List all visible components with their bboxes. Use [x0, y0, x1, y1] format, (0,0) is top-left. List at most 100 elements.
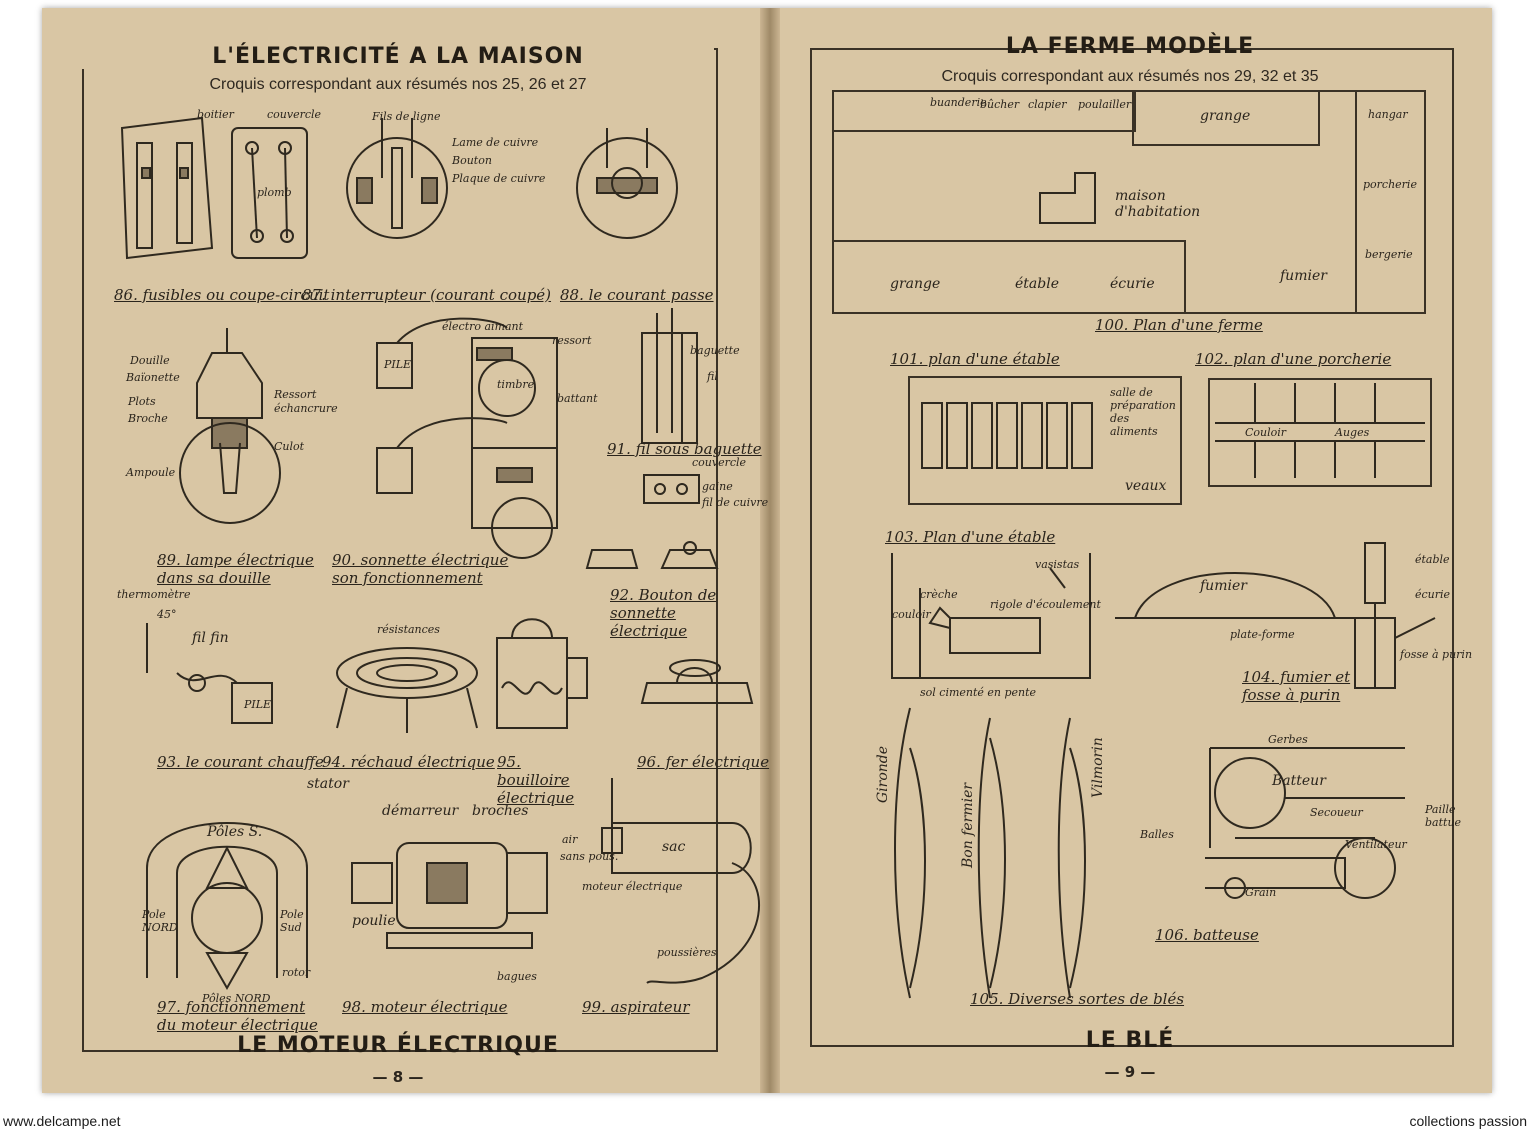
- pigsty-label-couloir: Couloir: [1245, 426, 1287, 439]
- label-thermometre: thermomètre: [117, 588, 191, 601]
- farm-label-grange-bottom: grange: [890, 276, 941, 292]
- label-baionnette: Baïonette: [126, 371, 180, 384]
- label-plomb: plomb: [257, 186, 292, 199]
- label-broches: broches: [472, 803, 529, 819]
- label-douille: Douille: [130, 354, 170, 367]
- label-pile-2: PILE: [244, 698, 272, 711]
- manure-label-ecurie: écurie: [1415, 588, 1451, 601]
- label-electro-aimant: électro aimant: [442, 320, 524, 333]
- farm-label-etable: étable: [1015, 276, 1059, 292]
- booklet-gutter: [760, 8, 780, 1093]
- heater-drawing: [336, 647, 478, 733]
- manure-label-fosse: fosse à purin: [1400, 648, 1473, 661]
- wire-cover-section-drawing: [643, 474, 700, 504]
- label-gaine: gaine: [702, 480, 733, 493]
- farm-label-fumier: fumier: [1280, 268, 1327, 284]
- label-plaque-de-cuivre: Plaque de cuivre: [452, 172, 546, 185]
- caption-96: 96. fer électrique: [637, 753, 770, 771]
- label-timbre: timbre: [497, 378, 535, 391]
- label-moteur-electrique: moteur électrique: [582, 880, 683, 893]
- label-plots: Plots: [128, 395, 156, 408]
- caption-102: 102. plan d'une porcherie: [1195, 350, 1392, 368]
- kettle-drawing: [496, 618, 588, 729]
- label-stator: stator: [307, 776, 349, 792]
- label-resistances: résistances: [377, 623, 440, 636]
- label-boitier: boitier: [197, 108, 234, 121]
- stable-plan-101: [908, 376, 1182, 505]
- vacuum-drawing: [601, 778, 761, 984]
- label-rotor: rotor: [282, 966, 311, 979]
- page-8-footer-title: LE MOTEUR ÉLECTRIQUE: [237, 1033, 559, 1058]
- caption-93: 93. le courant chauffe: [157, 753, 324, 771]
- page-9: LA FERME MODÈLE Croquis correspondant au…: [780, 8, 1492, 1093]
- farm-label-porcherie: porcherie: [1363, 178, 1417, 191]
- label-lame-de-cuivre: Lame de cuivre: [452, 136, 539, 149]
- page-8-subtitle: Croquis correspondant aux résumés nos 25…: [209, 76, 587, 93]
- wheat-label-bon-fermier: Bon fermier: [960, 782, 976, 868]
- label-sac: sac: [662, 839, 686, 855]
- thresher-label-batteur: Batteur: [1272, 773, 1326, 789]
- stable-label-couloir: couloir: [892, 608, 931, 621]
- farm-label-ecurie: écurie: [1110, 276, 1155, 292]
- label-fil: fil: [707, 370, 718, 383]
- label-ressort-2: ressort: [552, 334, 592, 347]
- caption-90: 90. sonnette électrique son fonctionneme…: [332, 551, 509, 587]
- page-9-title: LA FERME MODÈLE: [1005, 34, 1255, 59]
- label-sans-pous: sans pous.: [560, 850, 619, 863]
- booklet-spread: L'ÉLECTRICITÉ A LA MAISON Croquis corres…: [42, 8, 1492, 1093]
- manure-label-etable: étable: [1415, 553, 1450, 566]
- farm-right-buildings: [1355, 90, 1426, 314]
- farm-label-maison: maison d'habitation: [1115, 188, 1201, 220]
- iron-drawing: [640, 659, 754, 704]
- thresher-label-grain: Grain: [1245, 886, 1277, 899]
- lamp-socket-drawing: [179, 328, 281, 524]
- heating-wire-drawing: [146, 623, 273, 724]
- farm-label-bucher: bûcher: [980, 98, 1020, 111]
- label-bagues: bagues: [497, 970, 537, 983]
- label-poulie: poulie: [352, 913, 396, 929]
- thresher-label-paille: Paille battue: [1425, 803, 1462, 829]
- stable-label-vasistas: vasistas: [1035, 558, 1080, 571]
- fuse-box-drawing: [120, 116, 214, 260]
- switch-cover-drawing: [231, 127, 308, 259]
- caption-88: 88. le courant passe: [560, 286, 714, 304]
- page-8: L'ÉLECTRICITÉ A LA MAISON Croquis corres…: [42, 8, 769, 1093]
- stable-label-sol: sol cimenté en pente: [920, 686, 1037, 699]
- watermark-delcampe: www.delcampe.net: [3, 1113, 121, 1129]
- label-battant: battant: [557, 392, 598, 405]
- farm-grange-top: [1132, 90, 1320, 146]
- manure-label-fumier: fumier: [1200, 578, 1247, 594]
- caption-103: 103. Plan d'une étable: [885, 528, 1056, 546]
- label-baguette: baguette: [690, 344, 740, 357]
- caption-99: 99. aspirateur: [582, 998, 690, 1016]
- farm-bottom-buildings: [832, 240, 1186, 314]
- caption-89: 89. lampe électrique dans sa douille: [157, 551, 314, 587]
- manure-label-plate-forme: plate-forme: [1230, 628, 1295, 641]
- electric-motor-drawing: [351, 842, 548, 949]
- label-fils-de-ligne: Fils de ligne: [372, 110, 441, 123]
- caption-106: 106. batteuse: [1155, 926, 1259, 944]
- page-9-subtitle: Croquis correspondant aux résumés nos 29…: [941, 68, 1319, 85]
- label-ampoule: Ampoule: [126, 466, 176, 479]
- farm-label-buanderie: buanderie: [930, 96, 987, 109]
- label-air: air: [562, 833, 578, 846]
- label-poles-nord: Pôles NORD: [202, 992, 271, 1005]
- farm-house-outline: [1039, 172, 1096, 224]
- label-pole-sud: Pole Sud: [280, 908, 304, 934]
- page-9-frame: [810, 48, 1454, 1047]
- farm-label-poulailler: poulailler: [1078, 98, 1132, 111]
- thresher-label-secoueur: Secoueur: [1310, 806, 1363, 819]
- caption-97: 97. fonctionnement du moteur électrique: [157, 998, 318, 1034]
- watermark-collections-passion: collections passion: [1409, 1113, 1527, 1129]
- caption-104: 104. fumier et fosse à purin: [1242, 668, 1351, 704]
- wheat-ears-drawing: [894, 707, 1086, 999]
- electric-bell-drawing: [376, 317, 558, 559]
- threshing-machine-drawing: [1205, 747, 1405, 899]
- label-pole-nord: Pole NORD: [142, 908, 178, 934]
- label-demarreur: démarreur: [382, 803, 459, 819]
- label-echancrure: échancrure: [274, 402, 338, 415]
- stable-label-rigole: rigole d'écoulement: [990, 598, 1101, 611]
- manure-pit-drawing: [1115, 542, 1436, 689]
- bell-button-drawing: [585, 541, 719, 569]
- label-bouton: Bouton: [452, 154, 492, 167]
